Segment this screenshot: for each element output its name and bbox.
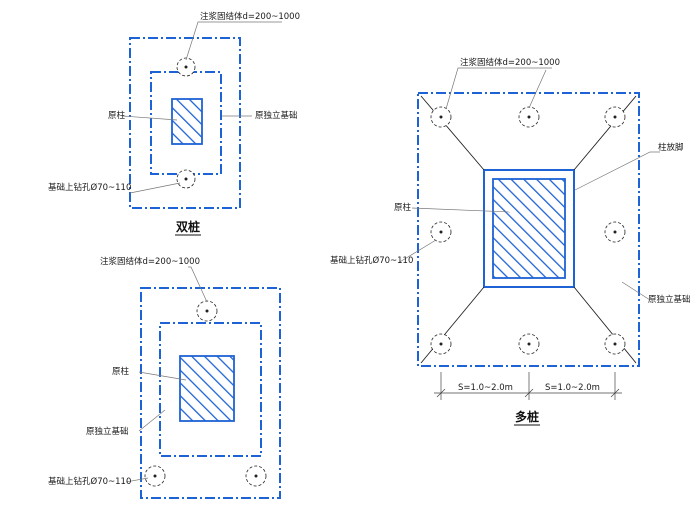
pile-bottom-center [518, 333, 540, 355]
outer-foundation-outline [417, 92, 640, 367]
column-hatch [171, 98, 203, 145]
label-column: 原柱 [108, 110, 126, 121]
pile-top-center [518, 106, 540, 128]
label-foundation: 原独立基础 [648, 294, 691, 305]
label-grout: 注浆固结体d=200~1000 [100, 256, 200, 267]
outer-foundation-outline [140, 287, 281, 499]
diagonal-bottom-left [420, 286, 485, 364]
label-foundation: 原独立基础 [255, 110, 298, 121]
leader-column [138, 371, 187, 381]
pile-bottom-right [604, 333, 626, 355]
pile-middle-left [430, 221, 452, 243]
label-flare: 柱放脚 [658, 142, 684, 153]
pile-top [196, 300, 218, 322]
label-foundation: 原独立基础 [86, 426, 129, 437]
label-spacing-right: S=1.0~2.0m [545, 383, 600, 393]
pile-top-left [430, 106, 452, 128]
leader-grout-2 [528, 69, 547, 109]
label-column: 原柱 [112, 366, 130, 377]
column-hatch [179, 355, 235, 422]
column-hatch [492, 178, 566, 279]
leader-grout [185, 21, 282, 61]
pile-top-right [604, 106, 626, 128]
label-drill: 基础上钻孔Ø70~110 [48, 182, 131, 193]
title-multi-pile: 多桩 [515, 409, 539, 424]
dimension-line [434, 372, 622, 400]
leader-column [411, 207, 511, 213]
label-drill: 基础上钻孔Ø70~110 [330, 255, 413, 266]
pile-bottom [176, 169, 196, 189]
title-double-pile: 双桩 [176, 219, 200, 234]
diagram-double-pile: 注浆固结体d=200~1000 原柱 原独立基础 基础上钻孔Ø70~110 双桩 [48, 11, 300, 236]
diagonal-top-left [420, 95, 485, 171]
label-column: 原柱 [394, 202, 412, 213]
pile-bottom-right [245, 465, 267, 487]
label-grout: 注浆固结体d=200~1000 [200, 11, 300, 22]
column-flare-outline [483, 169, 575, 288]
leader-drill [125, 477, 149, 483]
diagram-multi-pile: 注浆固结体d=200~1000 柱放脚 原柱 基础上钻孔Ø70~110 原独立基… [330, 57, 691, 426]
outer-foundation-outline [129, 37, 241, 209]
diagonal-bottom-right [573, 286, 637, 364]
label-drill: 基础上钻孔Ø70~110 [48, 476, 131, 487]
pile-bottom-left [430, 333, 452, 355]
leader-foundation [138, 409, 166, 432]
inner-foundation-outline [159, 322, 262, 457]
pile-bottom-left [144, 465, 166, 487]
leader-foundation [621, 281, 651, 301]
diagram-four-pile: 注浆固结体d=200~1000 原柱 原独立基础 基础上钻孔Ø70~110 [48, 256, 281, 499]
label-grout: 注浆固结体d=200~1000 [460, 57, 560, 68]
diagonal-top-right [573, 95, 637, 171]
leader-grout [445, 67, 552, 110]
pile-top [176, 57, 196, 77]
leader-drill [397, 239, 437, 264]
label-spacing-left: S=1.0~2.0m [458, 383, 513, 393]
leader-grout [188, 266, 208, 303]
leader-column [122, 115, 178, 121]
leader-drill [129, 182, 181, 194]
pile-middle-right [604, 221, 626, 243]
leader-flare [574, 151, 660, 191]
